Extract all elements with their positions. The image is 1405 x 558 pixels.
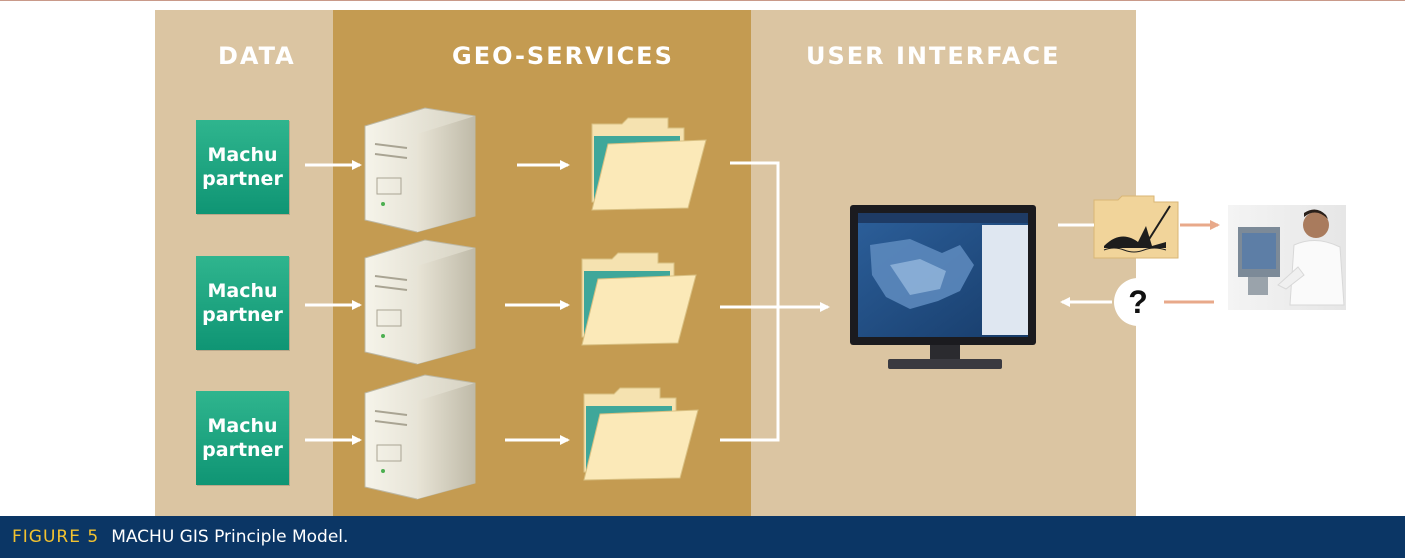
diagram-frame: [0, 0, 1405, 1]
server-icon: [364, 239, 476, 365]
partner-label-line1: Machu: [207, 415, 278, 437]
query-circle: [1114, 278, 1162, 326]
server-icon: [364, 374, 476, 500]
server-icon: [364, 107, 476, 233]
partner-label-line2: partner: [202, 168, 283, 190]
partner-label-line1: Machu: [207, 144, 278, 166]
server-to-folder-arrows: [505, 160, 570, 445]
figure-caption-bar: FIGURE 5 MACHU GIS Principle Model.: [0, 516, 1405, 558]
diagram-graphics: ?: [305, 107, 1346, 500]
partner-box: Machu partner: [196, 391, 289, 485]
geo-services-column-title: GEO-SERVICES: [452, 42, 674, 70]
partner-label-line1: Machu: [207, 280, 278, 302]
figure-number: FIGURE 5: [12, 527, 100, 547]
partner-to-server-arrows: [305, 160, 362, 445]
query-symbol: ?: [1128, 284, 1148, 320]
folder-icon: [583, 387, 699, 481]
user-interface-column-title: USER INTERFACE: [806, 42, 1061, 70]
partner-box: Machu partner: [196, 256, 289, 350]
folder-icon: [581, 252, 697, 346]
figure-caption-text: MACHU GIS Principle Model.: [111, 527, 349, 547]
result-folder-icon: [1093, 195, 1179, 259]
user-photo: [1228, 205, 1346, 310]
data-column-title: DATA: [218, 42, 296, 70]
partner-box: Machu partner: [196, 120, 289, 214]
folder-icon: [591, 117, 707, 211]
connector-lines: [720, 161, 830, 442]
partner-label-line2: partner: [202, 304, 283, 326]
partner-label-line2: partner: [202, 439, 283, 461]
monitor-icon: [850, 205, 1036, 369]
